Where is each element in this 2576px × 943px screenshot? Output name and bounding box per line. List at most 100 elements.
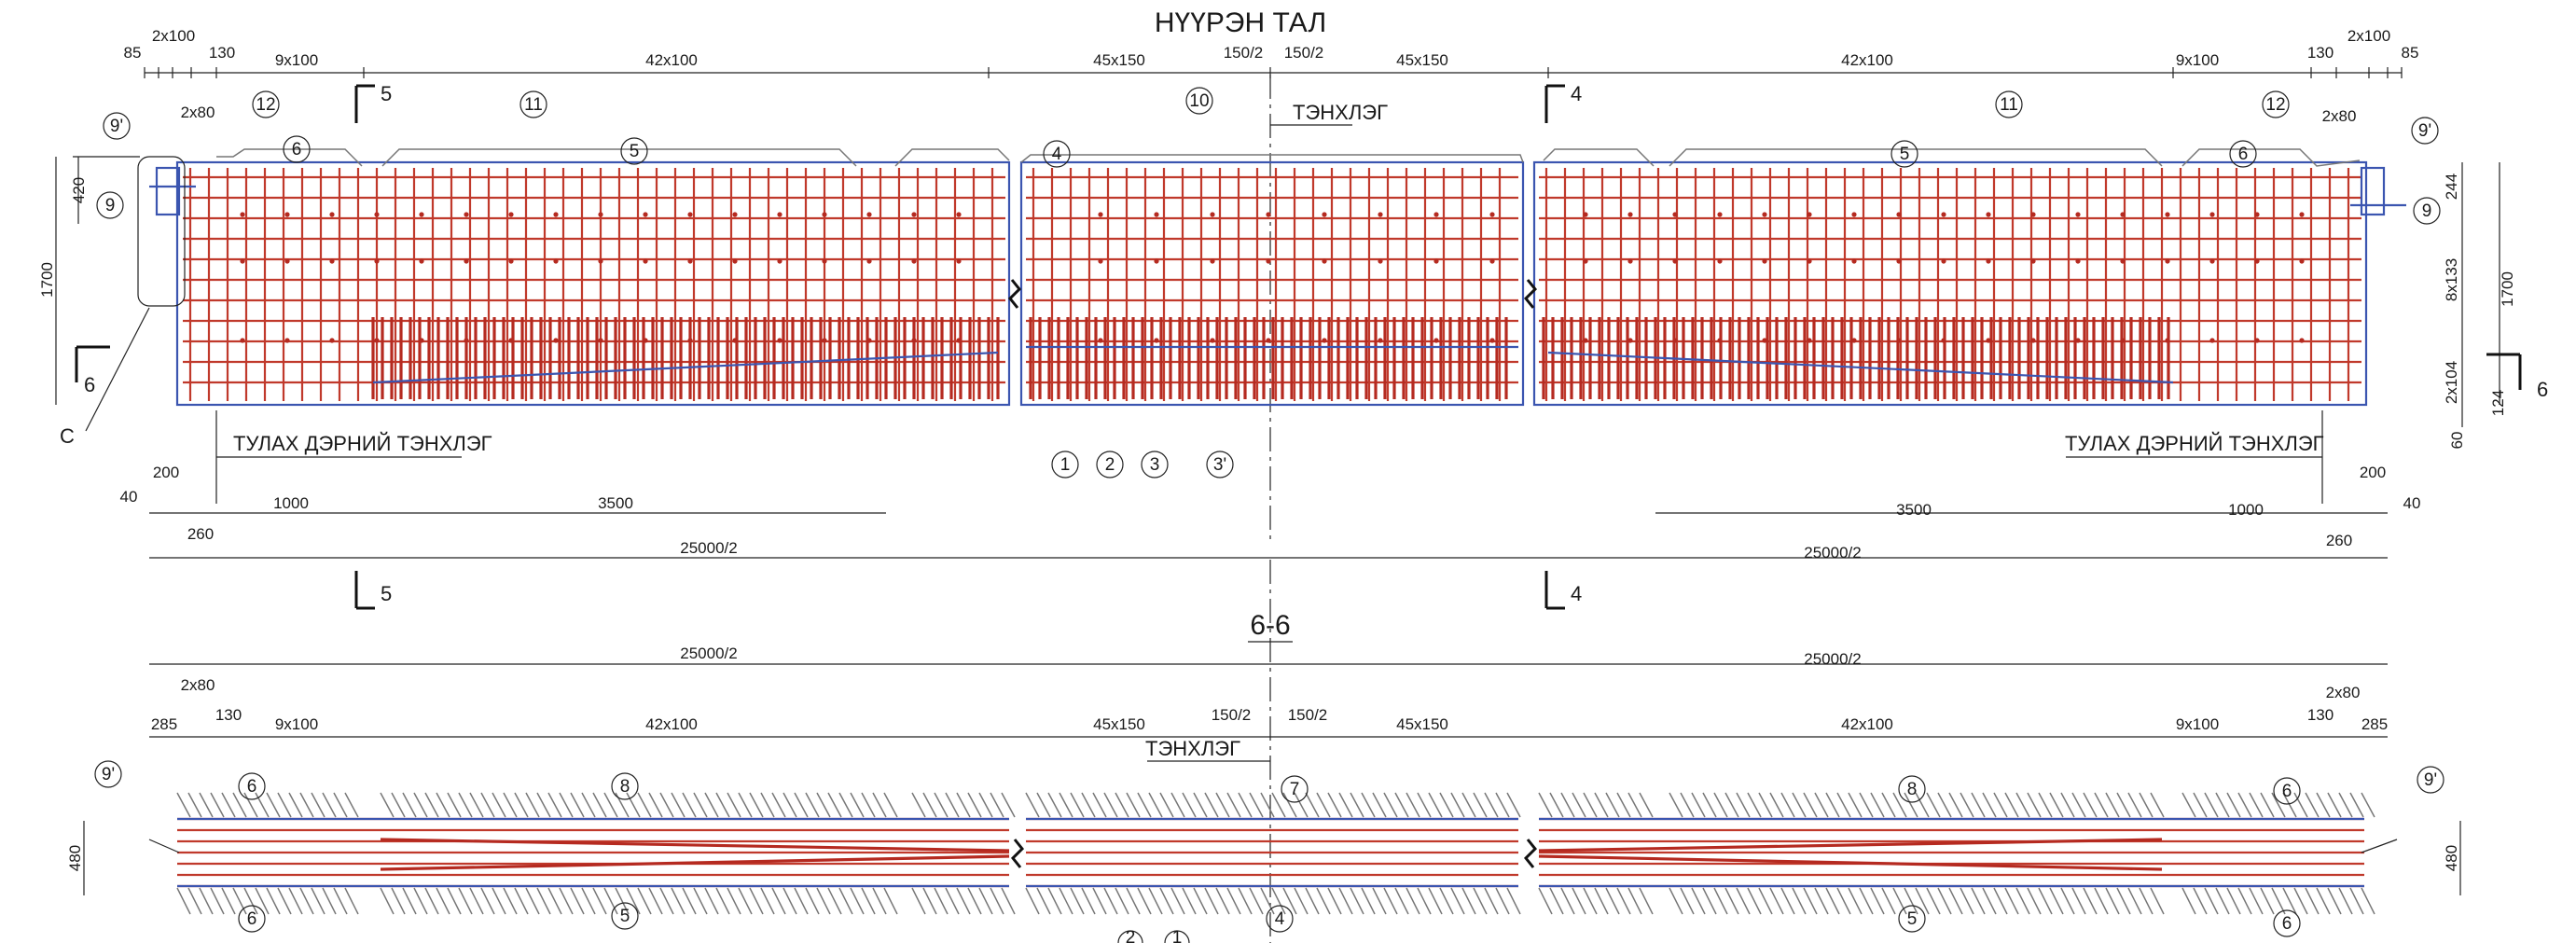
dim-45x150-right: 45x150 (1396, 51, 1448, 69)
support-axis-labels: ТУЛАХ ДЭРНИЙ ТЭНХЛЭГ ТУЛАХ ДЭРНИЙ ТЭНХЛЭ… (215, 410, 2324, 504)
dim-1700-left: 1700 (38, 262, 56, 298)
sec-bubble-6-lower-right: 6 (2282, 914, 2292, 934)
bubble-12-right: 12 (2265, 95, 2285, 115)
sec-dim-2x80-right: 2x80 (2326, 684, 2361, 701)
dim-1700-right: 1700 (2499, 271, 2516, 307)
bubble-11-left: 11 (524, 95, 543, 115)
sec-bubble-2: 2 (1126, 928, 1136, 943)
dim-150-2-right: 150/2 (1284, 44, 1324, 62)
sec-dim-285-left: 285 (151, 715, 177, 733)
bubble-9prime-right: 9' (2418, 121, 2431, 141)
sec-dim-45x150-right: 45x150 (1396, 715, 1448, 733)
dim-130-right: 130 (2307, 44, 2334, 62)
section-mark-6-right: 6 (2537, 378, 2548, 401)
section-beam: 480 480 (66, 792, 2461, 915)
sec-bubble-5-right: 5 (1907, 909, 1918, 929)
section-title: 6-6 (1250, 610, 1290, 641)
bubble-1: 1 (1060, 455, 1071, 475)
section-mark-5-bottom: 5 (381, 582, 392, 605)
dim-2x100-right: 2x100 (2347, 27, 2390, 45)
sec-dim-25000-right: 25000/2 (1804, 650, 1861, 668)
dim-1000-right: 1000 (2228, 501, 2264, 519)
bubble-3: 3 (1150, 455, 1160, 475)
dim-60: 60 (2448, 432, 2466, 450)
sec-dim-42x100-left: 42x100 (645, 715, 698, 733)
dim-40-right: 40 (2403, 494, 2421, 512)
bubble-9-right: 9 (2422, 201, 2432, 221)
sec-bubble-5-left: 5 (620, 907, 630, 926)
dim-45x150-left: 45x150 (1093, 51, 1145, 69)
sec-height-right: 480 (2443, 845, 2460, 871)
top-view-bubbles: 9' 12 6 5 11 9 4 10 5 11 6 12 9' 9 1 2 3… (96, 87, 2441, 478)
sec-bubble-6-upper-right: 6 (2282, 782, 2292, 801)
dim-8x133: 8x133 (2443, 258, 2460, 301)
dim-260-left: 260 (187, 525, 214, 543)
sec-dim-45x150-left: 45x150 (1093, 715, 1145, 733)
bubble-9-left: 9 (105, 196, 116, 215)
bubble-10: 10 (1189, 91, 1209, 111)
dim-42x100-left: 42x100 (645, 51, 698, 69)
top-axis-label: ТЭНХЛЭГ (1293, 101, 1388, 124)
bubble-11-right: 11 (2000, 95, 2018, 115)
dim-1000-left: 1000 (273, 494, 309, 512)
sec-bubble-4: 4 (1275, 909, 1285, 929)
dim-25000-2-right: 25000/2 (1804, 544, 1861, 562)
sec-dim-285-right: 285 (2361, 715, 2388, 733)
sec-dim-42x100-right: 42x100 (1841, 715, 1893, 733)
sec-dim-130-right: 130 (2307, 706, 2334, 724)
sec-dim-9x100-left: 9x100 (275, 715, 318, 733)
callout-c: C (60, 424, 75, 448)
dim-130-left: 130 (209, 44, 235, 62)
sec-dim-150-2-right: 150/2 (1288, 706, 1328, 724)
dim-260-right: 260 (2326, 532, 2352, 549)
sec-bubble-7: 7 (1290, 780, 1300, 799)
section-mark-4-top: 4 (1571, 82, 1582, 105)
sec-bubble-1: 1 (1172, 928, 1183, 943)
dim-150-2-left: 150/2 (1224, 44, 1264, 62)
section-axis-label: ТЭНХЛЭГ (1145, 737, 1240, 760)
section-marks: 5 4 6 6 5 4 C (60, 82, 2548, 610)
left-height-dims: 420 1700 (38, 156, 140, 405)
sec-bubble-8-left: 8 (620, 777, 630, 797)
section-bubbles: 9' 6 8 7 8 6 9' 6 5 4 5 6 2 1 (94, 760, 2444, 943)
bubble-2: 2 (1105, 455, 1115, 475)
bubble-6-left: 6 (292, 140, 302, 159)
dim-85-left: 85 (124, 44, 142, 62)
bubble-9prime-left: 9' (110, 117, 123, 136)
sec-bubble-9prime-right: 9' (2424, 770, 2437, 790)
dim-124: 124 (2489, 390, 2507, 416)
sec-dim-9x100-right: 9x100 (2176, 715, 2219, 733)
bubble-5-right: 5 (1900, 145, 1910, 164)
bubble-5-left: 5 (630, 142, 640, 161)
dim-2x80-right: 2x80 (2322, 107, 2357, 125)
dim-9x100-right: 9x100 (2176, 51, 2219, 69)
section-mark-5-top: 5 (381, 82, 392, 105)
dim-40-left: 40 (120, 488, 138, 506)
sec-bubble-9prime-left: 9' (102, 765, 115, 784)
right-height-dims: 244 8x133 1700 2x104 124 60 (2443, 162, 2516, 449)
sec-dim-130-left: 130 (215, 706, 242, 724)
center-axis: ТЭНХЛЭГ (1269, 75, 1388, 943)
dim-3500-right: 3500 (1896, 501, 1932, 519)
section-mark-6-left: 6 (84, 373, 95, 396)
dim-244: 244 (2443, 173, 2460, 200)
bubble-12-left: 12 (256, 95, 275, 115)
sec-dim-150-2-left: 150/2 (1212, 706, 1252, 724)
dim-9x100-left: 9x100 (275, 51, 318, 69)
dim-200-right: 200 (2360, 464, 2386, 481)
section-dimension-chains: 25000/2 25000/2 2x80 285 130 9x100 42x10… (149, 645, 2388, 762)
sec-height-left: 480 (66, 845, 84, 871)
bubble-6-right: 6 (2238, 145, 2249, 164)
dim-25000-2-left: 25000/2 (680, 539, 737, 557)
sec-bubble-6-lower-left: 6 (247, 909, 257, 929)
sec-bubble-6-upper-left: 6 (247, 777, 257, 797)
dim-200-left: 200 (153, 464, 179, 481)
beam-elevation (137, 148, 2406, 407)
support-label-left: ТУЛАХ ДЭРНИЙ ТЭНХЛЭГ (233, 432, 492, 455)
dim-3500-left: 3500 (598, 494, 633, 512)
bottom-dimension-chains: 40 200 1000 3500 260 25000/2 3500 1000 2… (120, 464, 2421, 562)
support-label-right: ТУЛАХ ДЭРНИЙ ТЭНХЛЭГ (2065, 432, 2324, 455)
top-view-title: НҮҮРЭН ТАЛ (1155, 7, 1326, 38)
sec-dim-25000-left: 25000/2 (680, 645, 737, 662)
